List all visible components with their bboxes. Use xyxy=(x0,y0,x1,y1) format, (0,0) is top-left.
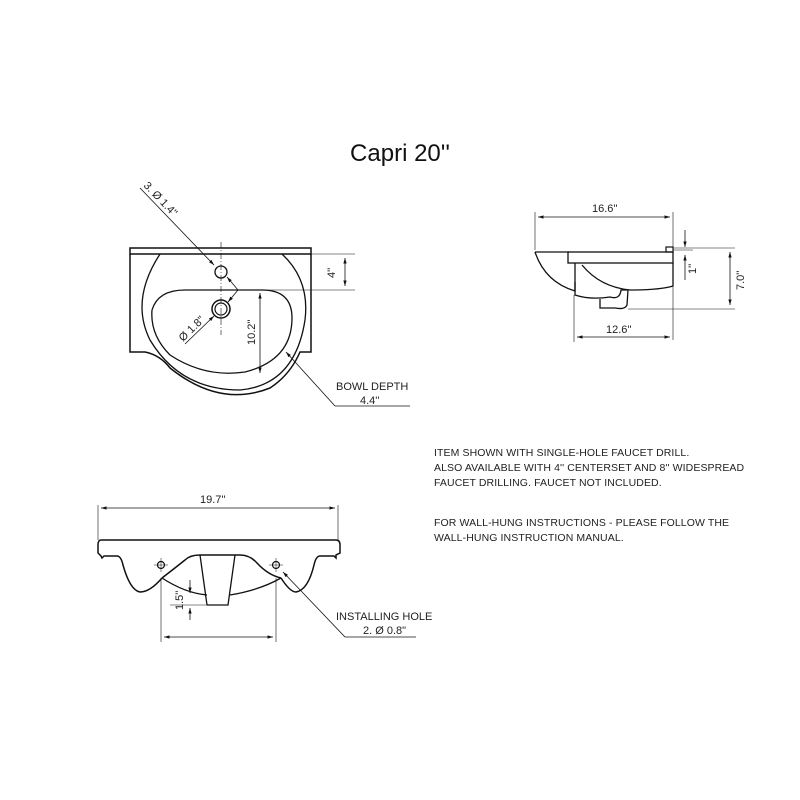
drain-outer xyxy=(211,299,231,319)
notes-paragraph-1: ITEM SHOWN WITH SINGLE-HOLE FAUCET DRILL… xyxy=(434,446,744,491)
note-line: WALL-HUNG INSTRUCTION MANUAL. xyxy=(434,532,624,544)
notes-paragraph-2: FOR WALL-HUNG INSTRUCTIONS - PLEASE FOLL… xyxy=(434,516,729,546)
basin-outline xyxy=(129,254,312,396)
drain-label: Ø 1.8" xyxy=(177,314,208,344)
note-line: ITEM SHOWN WITH SINGLE-HOLE FAUCET DRILL… xyxy=(434,447,690,459)
installing-hole-right xyxy=(269,558,283,572)
offset-label: 4'' xyxy=(326,268,338,278)
drain-leader xyxy=(184,315,215,345)
bowl-depth-label: BOWL DEPTH xyxy=(336,381,408,393)
installing-hole-label: INSTALLING HOLE xyxy=(336,611,432,623)
faucet-holes-label: 3. Ø 1.4" xyxy=(141,180,180,219)
faucet-hole-leader xyxy=(139,187,215,266)
drawing-title: Capri 20'' xyxy=(350,140,450,167)
drain-inner xyxy=(214,302,228,316)
width-label: 19.7'' xyxy=(200,494,226,506)
bowl-length-label: 10.2'' xyxy=(246,319,258,345)
back-depth-label: 12.6'' xyxy=(606,324,632,336)
bowl-depth-leader xyxy=(285,351,336,407)
installing-hole-leader xyxy=(282,571,346,638)
side-view xyxy=(534,212,735,342)
installing-hole-left xyxy=(154,558,168,572)
faucet-hole xyxy=(214,265,228,279)
bowl-outline xyxy=(151,289,293,374)
installing-hole-value: 2. Ø 0.8" xyxy=(363,625,406,637)
total-height-label: 7.0'' xyxy=(735,271,747,291)
note-line: FOR WALL-HUNG INSTRUCTIONS - PLEASE FOLL… xyxy=(434,517,730,529)
bowl-depth-value: 4.4'' xyxy=(360,395,380,407)
drain-body xyxy=(199,554,236,606)
back-rim xyxy=(129,247,312,255)
note-line: FAUCET DRILLING. FAUCET NOT INCLUDED. xyxy=(434,477,662,489)
overall-depth-label: 16.6'' xyxy=(592,203,618,215)
front-view xyxy=(97,505,416,642)
top-view xyxy=(129,187,410,407)
rim-height-label: 1'' xyxy=(687,264,699,274)
drop-label: 1.5'' xyxy=(174,591,186,611)
basin-inner-outline xyxy=(141,253,307,391)
rim-profile xyxy=(567,251,674,264)
note-line: ALSO AVAILABLE WITH 4'' CENTERSET AND 8'… xyxy=(434,462,745,474)
